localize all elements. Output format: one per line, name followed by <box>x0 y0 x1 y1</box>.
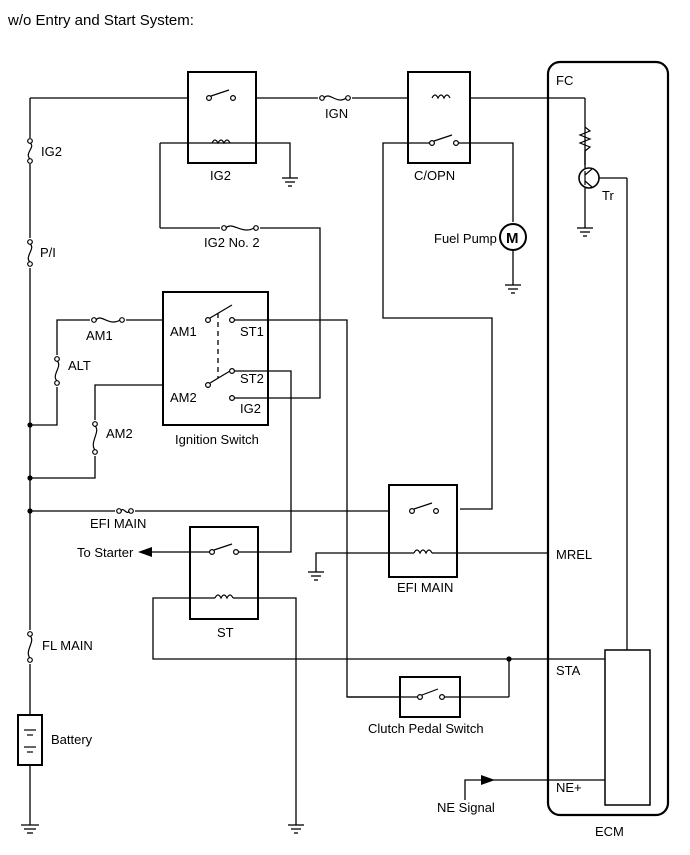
ne-signal-label: NE Signal <box>437 800 495 815</box>
ecm-label: ECM <box>595 824 624 839</box>
st-relay-coil <box>214 594 234 600</box>
ne-signal-arrow-icon <box>481 775 495 785</box>
fuel-pump-label: Fuel Pump <box>434 231 497 246</box>
efi-main-fuse-label: EFI MAIN <box>90 516 146 531</box>
ig2-fuse <box>25 138 35 164</box>
sw-ig2-label: IG2 <box>240 401 261 416</box>
am1-fuse <box>90 315 126 325</box>
efi-main-relay-label: EFI MAIN <box>397 580 453 595</box>
efi-ground-icon <box>308 571 324 581</box>
tr-label: Tr <box>602 188 614 203</box>
svg-text:M: M <box>506 230 519 247</box>
copn-relay-label: C/OPN <box>414 168 455 183</box>
alt-fuse-label: ALT <box>68 358 91 373</box>
st-coil-wire <box>152 597 548 660</box>
efi-main-fuse <box>115 506 135 516</box>
ignition-switch-label: Ignition Switch <box>175 432 259 447</box>
clutch-switch-label: Clutch Pedal Switch <box>368 721 484 736</box>
efi-coil-ground-wire <box>315 552 414 572</box>
ecm-sta-label: STA <box>556 663 581 678</box>
st1-wire <box>268 319 400 698</box>
ig2no2-fuse <box>220 223 260 233</box>
ig2-relay-ground-icon <box>282 177 298 187</box>
am2-fuse-label: AM2 <box>106 426 133 441</box>
ecm-ne-plus-label: NE+ <box>556 780 582 795</box>
battery-ground-icon <box>21 824 39 834</box>
transistor-icon <box>577 167 627 237</box>
st2-wire <box>262 370 292 553</box>
ig2-relay-box <box>187 71 257 164</box>
ign-fuse-label: IGN <box>325 106 348 121</box>
ne-signal-wire <box>464 779 605 800</box>
tr-resistor <box>578 126 592 168</box>
ig2-relay-coil <box>211 139 231 145</box>
ecm-mrel-label: MREL <box>556 547 592 562</box>
ig2-fuse-label: IG2 <box>41 144 62 159</box>
ign-fuse <box>318 93 352 103</box>
pi-fuse <box>25 238 35 268</box>
ig2-coil-wire <box>160 142 291 178</box>
copn-relay-box <box>407 71 471 164</box>
ig2no2-fuse-label: IG2 No. 2 <box>204 235 260 250</box>
pi-fuse-label: P/I <box>40 245 56 260</box>
ig2-relay-label: IG2 <box>210 168 231 183</box>
sw-am1-label: AM1 <box>170 324 197 339</box>
to-starter-label: To Starter <box>77 545 134 560</box>
ecm-box <box>546 60 670 817</box>
copn-in-wire <box>382 142 493 510</box>
sw-am2-label: AM2 <box>170 390 197 405</box>
fuel-pump-wire <box>458 142 514 222</box>
ig2-output-wire <box>262 227 321 399</box>
battery <box>17 714 43 766</box>
fl-main-fuse-label: FL MAIN <box>42 638 93 653</box>
sw-am1-contact <box>205 317 212 324</box>
efi-main-relay-coil <box>413 549 433 555</box>
battery-label: Battery <box>51 732 93 747</box>
sw-st1-contact <box>229 317 236 324</box>
alt-fuse <box>52 355 62 387</box>
fuel-pump-motor-icon: M <box>499 223 527 294</box>
efi-main-relay-box <box>388 484 458 578</box>
st-coil-ground-wire <box>233 597 297 825</box>
ecm-fc-label: FC <box>556 73 573 88</box>
diagram-title: w/o Entry and Start System: <box>7 12 194 29</box>
am2-fuse <box>90 420 100 456</box>
st-relay-label: ST <box>217 625 234 640</box>
copn-relay-coil <box>431 94 451 100</box>
ecm-internal-block <box>604 649 651 806</box>
st-ground-icon <box>288 824 304 834</box>
sw-ig2-contact <box>229 395 236 402</box>
sw-am2-contact <box>205 382 212 389</box>
am1-fuse-label: AM1 <box>86 328 113 343</box>
st-relay-box <box>189 526 259 620</box>
fl-main-fuse <box>25 630 35 664</box>
sw-st2-contact <box>229 368 236 375</box>
to-starter-arrow-icon <box>138 547 152 557</box>
sw-st2-label: ST2 <box>240 371 264 386</box>
sw-st1-label: ST1 <box>240 324 264 339</box>
